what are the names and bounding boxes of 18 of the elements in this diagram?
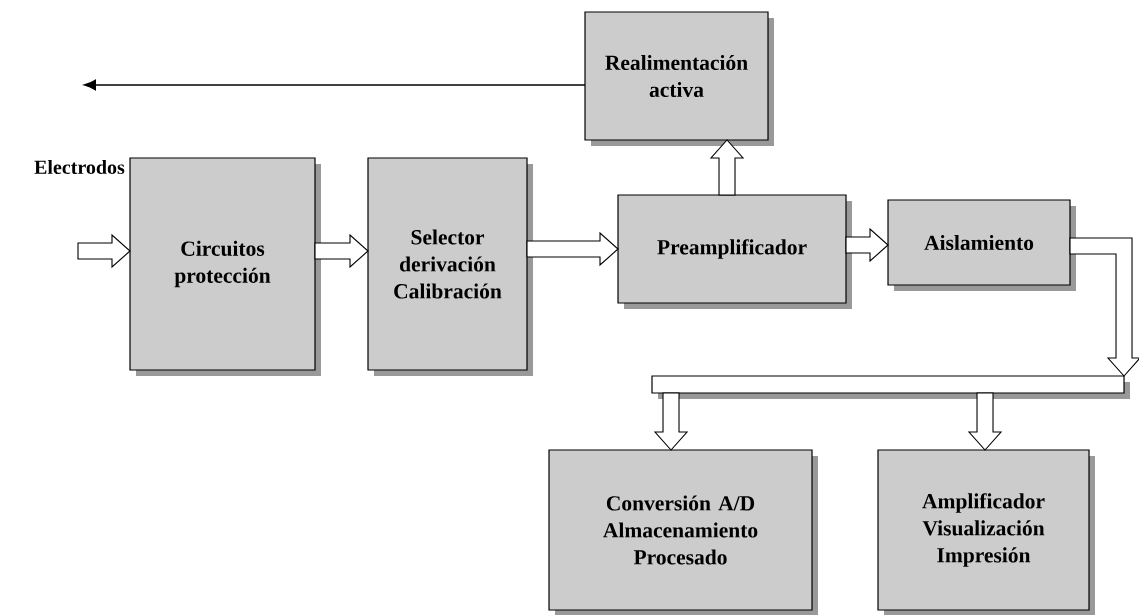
process-box: Amplificador Visualización Impresión	[877, 449, 1095, 615]
process-box: Preamplificador	[617, 194, 852, 309]
block-arrow	[653, 392, 689, 451]
process-box: Conversión A/D Almacenamiento Procesado	[548, 449, 818, 615]
block-arrow	[845, 227, 889, 263]
block-arrow	[526, 231, 619, 267]
bus-bar	[651, 375, 1130, 399]
block-arrow	[77, 233, 131, 269]
block-arrow	[709, 139, 745, 196]
block-arrow	[967, 392, 1003, 451]
arrow	[83, 79, 586, 91]
process-box: Aislamiento	[887, 199, 1076, 291]
process-box: Selector derivación Calibración	[367, 157, 533, 376]
block-arrow	[1069, 237, 1139, 377]
block-arrow	[314, 233, 369, 269]
input-label: Electrodos	[34, 159, 125, 175]
process-box: Realimentación activa	[584, 11, 774, 146]
process-box: Circuitos protección	[129, 157, 321, 376]
